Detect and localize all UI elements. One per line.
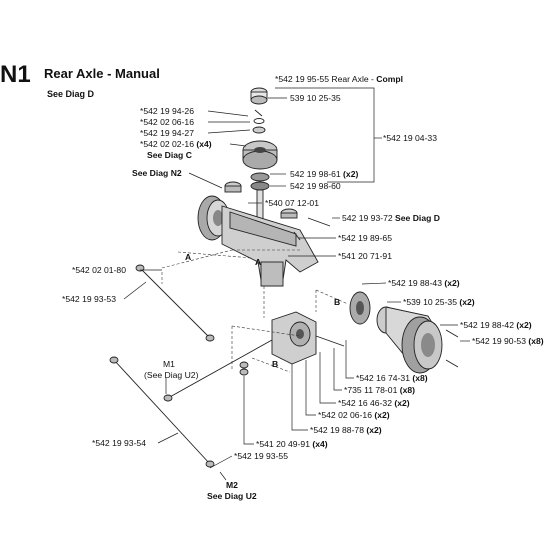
- see-diag-d-link[interactable]: See Diag D: [47, 89, 95, 99]
- diagram-title: Rear Axle - Manual: [44, 66, 160, 81]
- callout-542-02-01-80[interactable]: *542 02 01-80: [72, 265, 126, 275]
- mark-b-left: B: [272, 359, 278, 369]
- callout-542-19-88-78[interactable]: *542 19 88-78 (x2): [310, 425, 382, 435]
- callout-542-16-74-31[interactable]: *542 16 74-31 (x8): [356, 373, 428, 383]
- callout-542-19-93-55[interactable]: *542 19 93-55: [234, 451, 288, 461]
- marker-m1[interactable]: M1: [163, 359, 175, 369]
- callout-542-19-88-42[interactable]: *542 19 88-42 (x2): [460, 320, 532, 330]
- callout-542-19-93-54[interactable]: *542 19 93-54: [92, 438, 146, 448]
- callout-542-19-89-65[interactable]: *542 19 89-65: [338, 233, 392, 243]
- callout-542-02-06-16[interactable]: *542 02 06-16: [140, 117, 194, 127]
- callout-541-20-71-91[interactable]: *541 20 71-91: [338, 251, 392, 261]
- mark-a-upper: A: [185, 252, 191, 262]
- see-diag-c-link[interactable]: See Diag C: [147, 150, 192, 160]
- diagram-code: N1: [0, 61, 31, 88]
- callout-542-19-93-53[interactable]: *542 19 93-53: [62, 294, 116, 304]
- callout-540-07-12-01[interactable]: *540 07 12-01: [265, 198, 319, 208]
- m2-see-diag-u2[interactable]: See Diag U2: [207, 491, 257, 501]
- callout-542-19-88-43[interactable]: *542 19 88-43 (x2): [388, 278, 460, 288]
- mark-b-right: B: [334, 297, 340, 307]
- m1-see-diag-u2[interactable]: (See Diag U2): [144, 370, 199, 380]
- callout-542-19-04-33[interactable]: *542 19 04-33: [383, 133, 437, 143]
- callout-542-19-90-53[interactable]: *542 19 90-53 (x8): [472, 336, 544, 346]
- callout-542-02-06-16-x2[interactable]: *542 02 06-16 (x2): [318, 410, 390, 420]
- callout-735-11-78-01[interactable]: *735 11 78-01 (x8): [344, 385, 415, 395]
- callout-542-16-46-32[interactable]: *542 16 46-32 (x2): [338, 398, 410, 408]
- callout-539-10-25-35[interactable]: 539 10 25-35: [290, 93, 341, 103]
- callout-542-19-94-26[interactable]: *542 19 94-26: [140, 106, 194, 116]
- callout-542-19-95-55[interactable]: *542 19 95-55 Rear Axle - Compl: [275, 74, 403, 84]
- see-diag-n2-link[interactable]: See Diag N2: [132, 168, 182, 178]
- callout-542-19-94-27[interactable]: *542 19 94-27: [140, 128, 194, 138]
- callout-539-10-25-35-x2[interactable]: *539 10 25-35 (x2): [403, 297, 475, 307]
- callout-542-19-98-61[interactable]: 542 19 98-61 (x2): [290, 169, 358, 179]
- axle-assembly-drawing: [109, 87, 459, 468]
- callout-542-19-93-72[interactable]: 542 19 93-72 See Diag D: [342, 213, 440, 223]
- mark-a-lower: A: [255, 257, 261, 267]
- callout-542-02-02-16[interactable]: *542 02 02-16 (x4): [140, 139, 212, 149]
- marker-m2[interactable]: M2: [226, 480, 238, 490]
- callout-542-19-98-60[interactable]: 542 19 98-60: [290, 181, 341, 191]
- reference-dashes: [161, 249, 349, 373]
- callout-541-20-49-91[interactable]: *541 20 49-91 (x4): [256, 439, 328, 449]
- leader-lines: [123, 87, 470, 481]
